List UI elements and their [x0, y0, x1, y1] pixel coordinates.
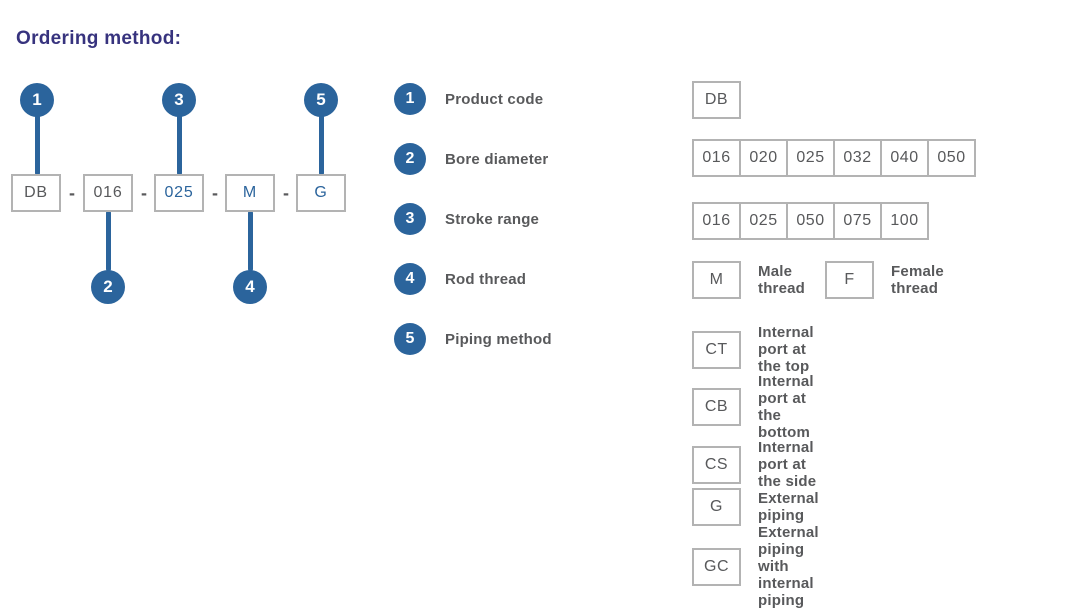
callout-stem-5 — [319, 115, 324, 175]
option-cell: 050 — [786, 202, 835, 240]
callout-circle-3: 3 — [162, 83, 196, 117]
option-label: Internal port at the bottom — [758, 373, 814, 441]
legend-item: 2 Bore diameter — [394, 143, 552, 175]
callout-stem-1 — [35, 115, 40, 175]
legend-item: 3 Stroke range — [394, 203, 552, 235]
option-label: Internal port at the side — [758, 439, 817, 490]
piping-method-option: CT Internal port at the top — [692, 324, 819, 375]
legend: 1 Product code 2 Bore diameter 3 Stroke … — [394, 83, 552, 355]
option-cell: F — [825, 261, 875, 299]
callout-circle-5: 5 — [304, 83, 338, 117]
code-box-stroke-range: 025 — [154, 174, 204, 212]
legend-label: Stroke range — [445, 210, 540, 228]
callout-circle-1: 1 — [20, 83, 54, 117]
option-cell: 020 — [739, 139, 788, 177]
legend-number-circle: 2 — [394, 143, 426, 175]
dash-separator: - — [283, 182, 289, 203]
option-cell: 025 — [786, 139, 835, 177]
legend-number-circle: 4 — [394, 263, 426, 295]
option-cell: 075 — [833, 202, 882, 240]
option-label: Male thread — [758, 263, 806, 297]
dash-separator: - — [141, 182, 147, 203]
callout-stem-3 — [177, 115, 182, 175]
code-box-bore-diameter: 016 — [83, 174, 133, 212]
option-cell: GC — [692, 547, 741, 586]
option-label: External piping — [758, 490, 819, 524]
option-cell: 016 — [692, 202, 741, 240]
callout-stem-4 — [248, 211, 253, 271]
code-box-piping-method: G — [296, 174, 346, 212]
piping-method-option: CS Internal port at the side — [692, 439, 819, 490]
code-box-rod-thread: M — [225, 174, 275, 212]
legend-item: 4 Rod thread — [394, 263, 552, 295]
option-cell: CB — [692, 388, 741, 426]
product-code-table: DB — [692, 81, 741, 119]
legend-item: 1 Product code — [394, 83, 552, 115]
legend-number-circle: 5 — [394, 323, 426, 355]
option-cell: CT — [692, 330, 741, 369]
option-cell: 032 — [833, 139, 882, 177]
option-label: Female thread — [891, 263, 944, 297]
rod-thread-option: M Male thread — [692, 261, 805, 299]
page-title: Ordering method: — [16, 28, 182, 49]
legend-number-circle: 3 — [394, 203, 426, 235]
rod-thread-option: F Female thread — [825, 261, 944, 299]
option-label: Internal port at the top — [758, 324, 814, 375]
option-cell: G — [692, 488, 741, 526]
legend-label: Rod thread — [445, 270, 527, 288]
piping-method-option: GC External piping with internal piping — [692, 524, 819, 609]
piping-method-table: CT Internal port at the top CB Internal … — [692, 324, 819, 609]
legend-item: 5 Piping method — [394, 323, 552, 355]
option-cell: 100 — [880, 202, 929, 240]
option-cell: 016 — [692, 139, 741, 177]
legend-label: Bore diameter — [445, 150, 549, 168]
callout-stem-2 — [106, 211, 111, 271]
ordering-method-page: Ordering method: 1 3 5 2 4 DB 016 025 M … — [11, 28, 976, 609]
option-cell: 040 — [880, 139, 929, 177]
option-cell: DB — [692, 81, 741, 119]
option-label: External piping with internal piping — [758, 524, 819, 609]
dash-separator: - — [69, 182, 75, 203]
option-cell: 050 — [927, 139, 976, 177]
option-cell: 025 — [739, 202, 788, 240]
legend-label: Product code — [445, 90, 544, 108]
code-box-product-code: DB — [11, 174, 61, 212]
legend-label: Piping method — [445, 330, 552, 348]
option-cell: CS — [692, 445, 741, 484]
piping-method-option: CB Internal port at the bottom — [692, 373, 819, 441]
rod-thread-row: M Male thread F Female thread — [692, 261, 944, 299]
legend-number-circle: 1 — [394, 83, 426, 115]
dash-separator: - — [212, 182, 218, 203]
callout-circle-2: 2 — [91, 270, 125, 304]
callout-circle-4: 4 — [233, 270, 267, 304]
option-cell: M — [692, 261, 741, 299]
piping-method-option: G External piping — [692, 488, 819, 526]
